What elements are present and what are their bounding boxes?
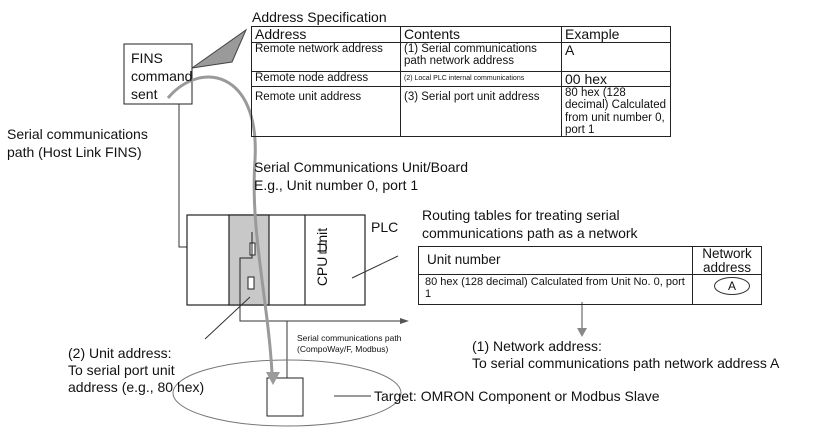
address-spec-table: Address Contents Example Remote network … bbox=[251, 26, 671, 137]
callout-pointer bbox=[191, 28, 248, 69]
network-address-note: (1) Network address: To serial communica… bbox=[472, 338, 780, 371]
serial-path-small-label: Serial communications path (CompoWay/F, … bbox=[297, 333, 402, 354]
host-link-label: Serial communications path (Host Link FI… bbox=[7, 126, 148, 160]
header-address: Address bbox=[251, 26, 401, 43]
cell-network: A bbox=[692, 274, 762, 305]
header-contents: Contents bbox=[400, 26, 562, 43]
cell-address: Remote network address bbox=[251, 41, 401, 72]
address-spec-title: Address Specification bbox=[252, 9, 387, 25]
cell-contents: (1) Serial communications path network a… bbox=[400, 41, 562, 72]
route-arrow-icon bbox=[266, 372, 280, 385]
plc-rack bbox=[186, 214, 366, 306]
network-address-oval: A bbox=[714, 277, 750, 295]
target-label: Target: OMRON Component or Modbus Slave bbox=[374, 388, 660, 404]
cell-address: Remote unit address bbox=[251, 86, 401, 137]
table-row: Remote network address (1) Serial commun… bbox=[251, 41, 671, 72]
routing-header-row: Unit number Network address bbox=[418, 246, 762, 275]
routing-table: Unit number Network address 80 hex (128 … bbox=[418, 246, 762, 305]
target-ellipse bbox=[172, 359, 402, 427]
cell-address: Remote node address bbox=[251, 70, 401, 88]
cell-example: 00 hex bbox=[561, 70, 671, 88]
cell-unit: 80 hex (128 decimal) Calculated from Uni… bbox=[418, 274, 693, 305]
fins-box-border bbox=[123, 43, 193, 105]
cell-contents: (2) Local PLC internal communications bbox=[400, 70, 562, 88]
header-unit-number: Unit number bbox=[418, 246, 693, 275]
cell-example: 80 hex (128 decimal) Calculated from uni… bbox=[561, 86, 671, 137]
unit-address-note: (2) Unit address: To serial port unit ad… bbox=[68, 345, 205, 395]
cpu-port bbox=[319, 240, 327, 254]
header-example: Example bbox=[561, 26, 671, 43]
serial-bus-line bbox=[239, 305, 400, 322]
header-network-address: Network address bbox=[692, 246, 762, 275]
table-row: 80 hex (128 decimal) Calculated from Uni… bbox=[418, 274, 762, 305]
table-row: Remote node address (2) Local PLC intern… bbox=[251, 70, 671, 88]
table-row: Remote unit address (3) Serial port unit… bbox=[251, 86, 671, 137]
cpu-unit-label: CPU Unit bbox=[313, 227, 330, 287]
cell-example: A bbox=[561, 41, 671, 72]
fins-route-curve bbox=[166, 75, 274, 374]
cell-contents: (3) Serial port unit address bbox=[400, 86, 562, 137]
plc-label: PLC bbox=[371, 219, 399, 235]
address-spec-header-row: Address Contents Example bbox=[251, 26, 671, 43]
routing-caption: Routing tables for treating serial commu… bbox=[422, 207, 638, 241]
fins-box-label: FINS command sent bbox=[131, 50, 193, 102]
unit-board-label: Serial Communications Unit/Board E.g., U… bbox=[254, 159, 468, 193]
down-arrow-icon bbox=[577, 328, 587, 337]
unit-port-2 bbox=[247, 276, 255, 290]
